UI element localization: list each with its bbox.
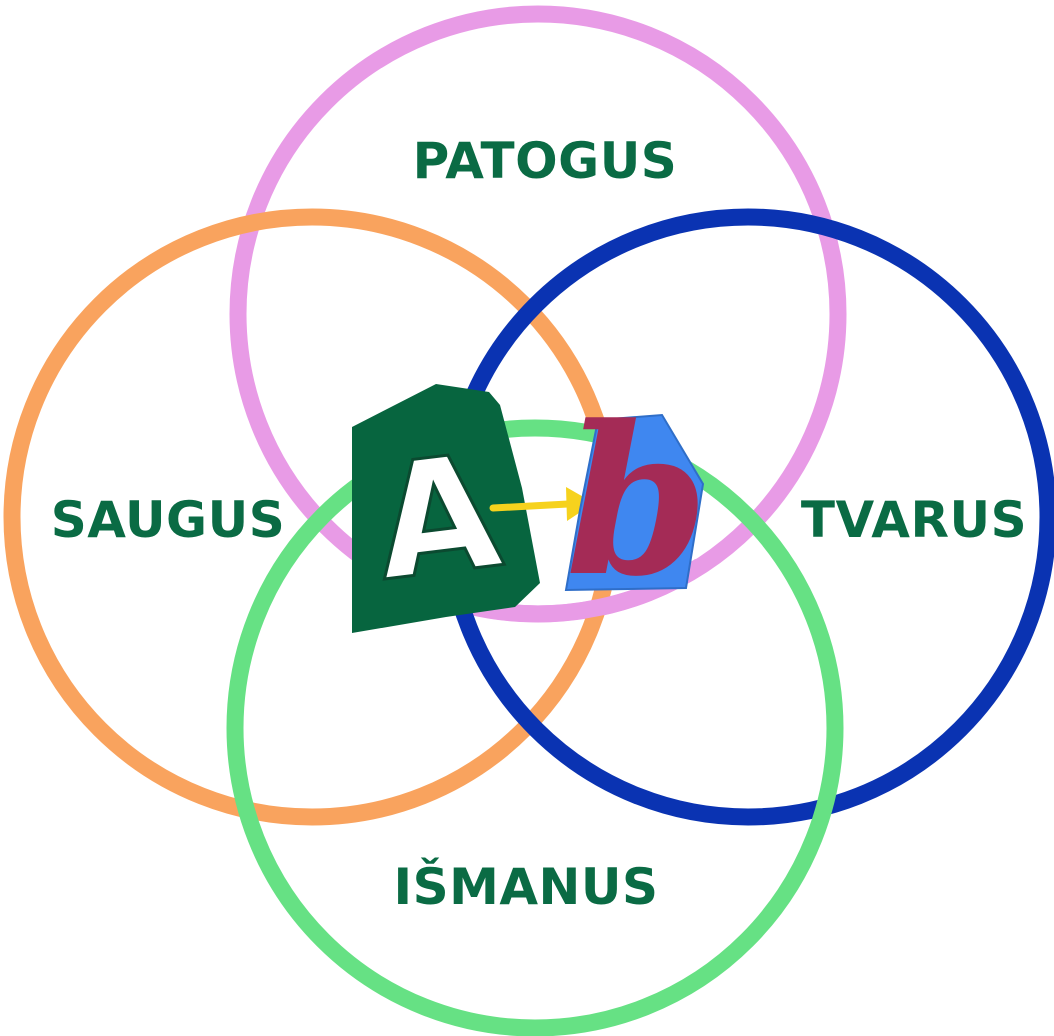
label-right: TVARUS [801, 491, 1027, 549]
logo-letter-a: A [366, 419, 510, 617]
label-top: PATOGUS [413, 132, 678, 190]
label-bottom: IŠMANUS [393, 857, 658, 916]
label-left: SAUGUS [51, 491, 285, 549]
logo-letter-b: b [565, 382, 708, 622]
